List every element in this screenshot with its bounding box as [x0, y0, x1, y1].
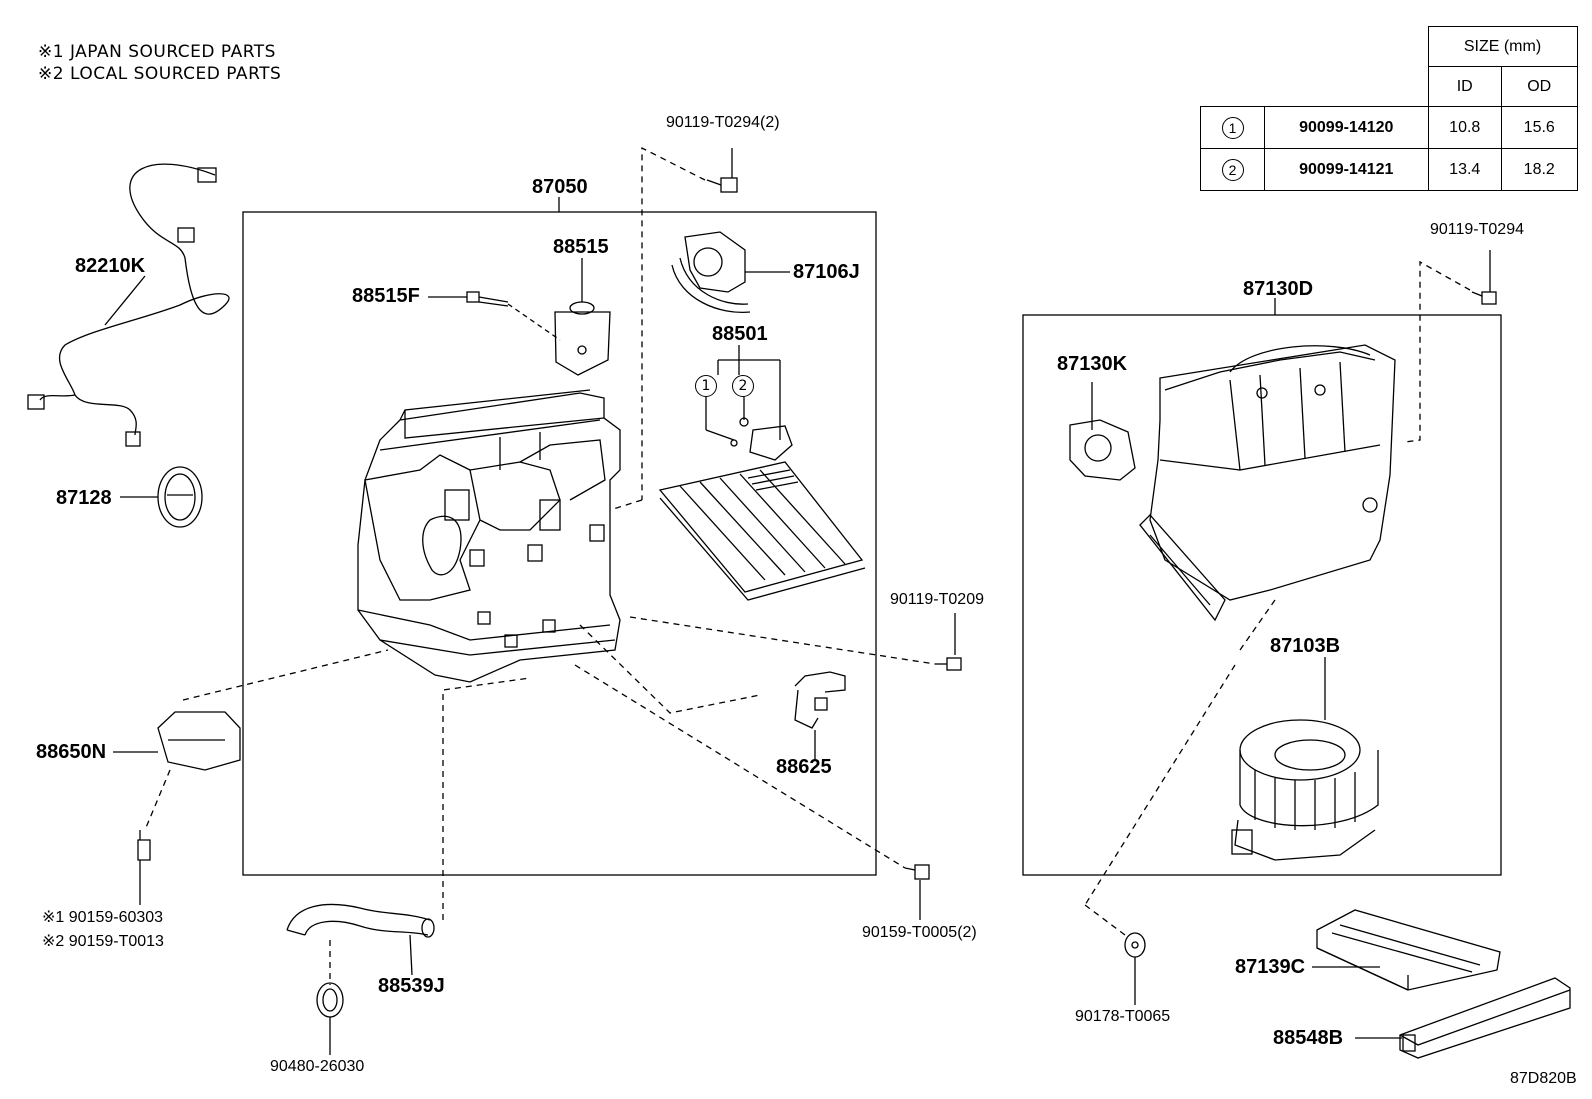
heater-core-housing-drawing — [357, 389, 621, 683]
grommet-87128-drawing — [120, 466, 203, 528]
screw-90119-t0294-drawing — [1404, 250, 1497, 443]
label-88515f[interactable]: 88515F — [352, 285, 420, 307]
clip-90178-t0065-drawing — [1084, 664, 1236, 1005]
size-table-row: 2 90099-14121 13.4 18.2 — [1200, 148, 1578, 191]
label-87130d[interactable]: 87130D — [1243, 278, 1314, 300]
label-88548b[interactable]: 88548B — [1273, 1027, 1344, 1049]
wire-harness-82210k-drawing — [27, 163, 230, 447]
label-88650n[interactable]: 88650N — [36, 741, 107, 763]
label-87106j[interactable]: 87106J — [793, 261, 860, 283]
servo-motor-87130k-drawing — [1069, 382, 1136, 481]
filter-cover-88548b-drawing — [1355, 977, 1571, 1059]
label-90178-t0065[interactable]: 90178-T0065 — [1075, 1008, 1171, 1025]
blower-unit-box — [1022, 314, 1502, 876]
label-88501[interactable]: 88501 — [712, 323, 768, 345]
drain-hose-88539j-drawing — [286, 677, 531, 1055]
label-82210k[interactable]: 82210K — [75, 255, 146, 277]
label-87128[interactable]: 87128 — [56, 487, 112, 509]
label-88501-mark-1: 1 — [695, 375, 717, 397]
sensor-88625-drawing — [579, 624, 846, 760]
label-90119-t0294[interactable]: 90119-T0294 — [1430, 221, 1524, 238]
label-87050[interactable]: 87050 — [532, 176, 588, 198]
air-filter-87139c-drawing — [1312, 909, 1501, 991]
label-90480-26030[interactable]: 90480-26030 — [270, 1058, 365, 1075]
label-90119-t0209[interactable]: 90119-T0209 — [890, 591, 984, 608]
label-90159-t0005-2[interactable]: 90159-T0005(2) — [862, 924, 977, 941]
servo-motor-87106j-drawing — [671, 231, 790, 314]
size-table-title: SIZE (mm) — [1427, 26, 1578, 67]
note-japan-sourced: ※1 JAPAN SOURCED PARTS — [38, 42, 276, 62]
note-local-sourced: ※2 LOCAL SOURCED PARTS — [38, 64, 282, 84]
label-90159-60303[interactable]: ※1 90159-60303 — [42, 909, 164, 926]
blower-case-drawing — [1139, 344, 1396, 651]
label-87103b[interactable]: 87103B — [1270, 635, 1341, 657]
label-88501-mark-2: 2 — [732, 375, 754, 397]
label-90159-t0013[interactable]: ※2 90159-T0013 — [42, 933, 164, 950]
label-90119-t0294-2[interactable]: 90119-T0294(2) — [666, 114, 780, 131]
figure-code: 87D820B — [1510, 1070, 1577, 1087]
size-row-od: 15.6 — [1500, 106, 1578, 149]
size-table-row: 1 90099-14120 10.8 15.6 — [1200, 106, 1578, 149]
size-row-id: 13.4 — [1427, 148, 1502, 191]
size-table-header-od: OD — [1500, 66, 1578, 107]
evaporator-drawing — [658, 345, 866, 601]
label-87130k[interactable]: 87130K — [1057, 353, 1128, 375]
size-table-header-id: ID — [1427, 66, 1502, 107]
size-mark-1: 1 — [1221, 116, 1244, 139]
screw-90159-t0005-drawing — [574, 664, 930, 920]
screw-90119-t0294-2-drawing — [609, 146, 738, 511]
label-87139c[interactable]: 87139C — [1235, 956, 1306, 978]
size-table: SIZE (mm) ID OD 1 90099-14120 10.8 15.6 … — [1200, 26, 1578, 191]
servo-motor-88650n-drawing — [113, 649, 389, 905]
label-88515[interactable]: 88515 — [553, 236, 609, 258]
label-88625[interactable]: 88625 — [776, 756, 832, 778]
screw-90119-t0209-drawing — [629, 613, 962, 671]
size-row-part: 90099-14120 — [1264, 106, 1429, 149]
blower-motor-87103b-drawing — [1231, 657, 1379, 861]
size-row-od: 18.2 — [1500, 148, 1578, 191]
size-row-id: 10.8 — [1427, 106, 1502, 149]
size-mark-2: 2 — [1221, 158, 1244, 181]
expansion-valve-drawing — [428, 258, 611, 376]
label-88539j[interactable]: 88539J — [378, 975, 445, 997]
size-row-part: 90099-14121 — [1264, 148, 1429, 191]
